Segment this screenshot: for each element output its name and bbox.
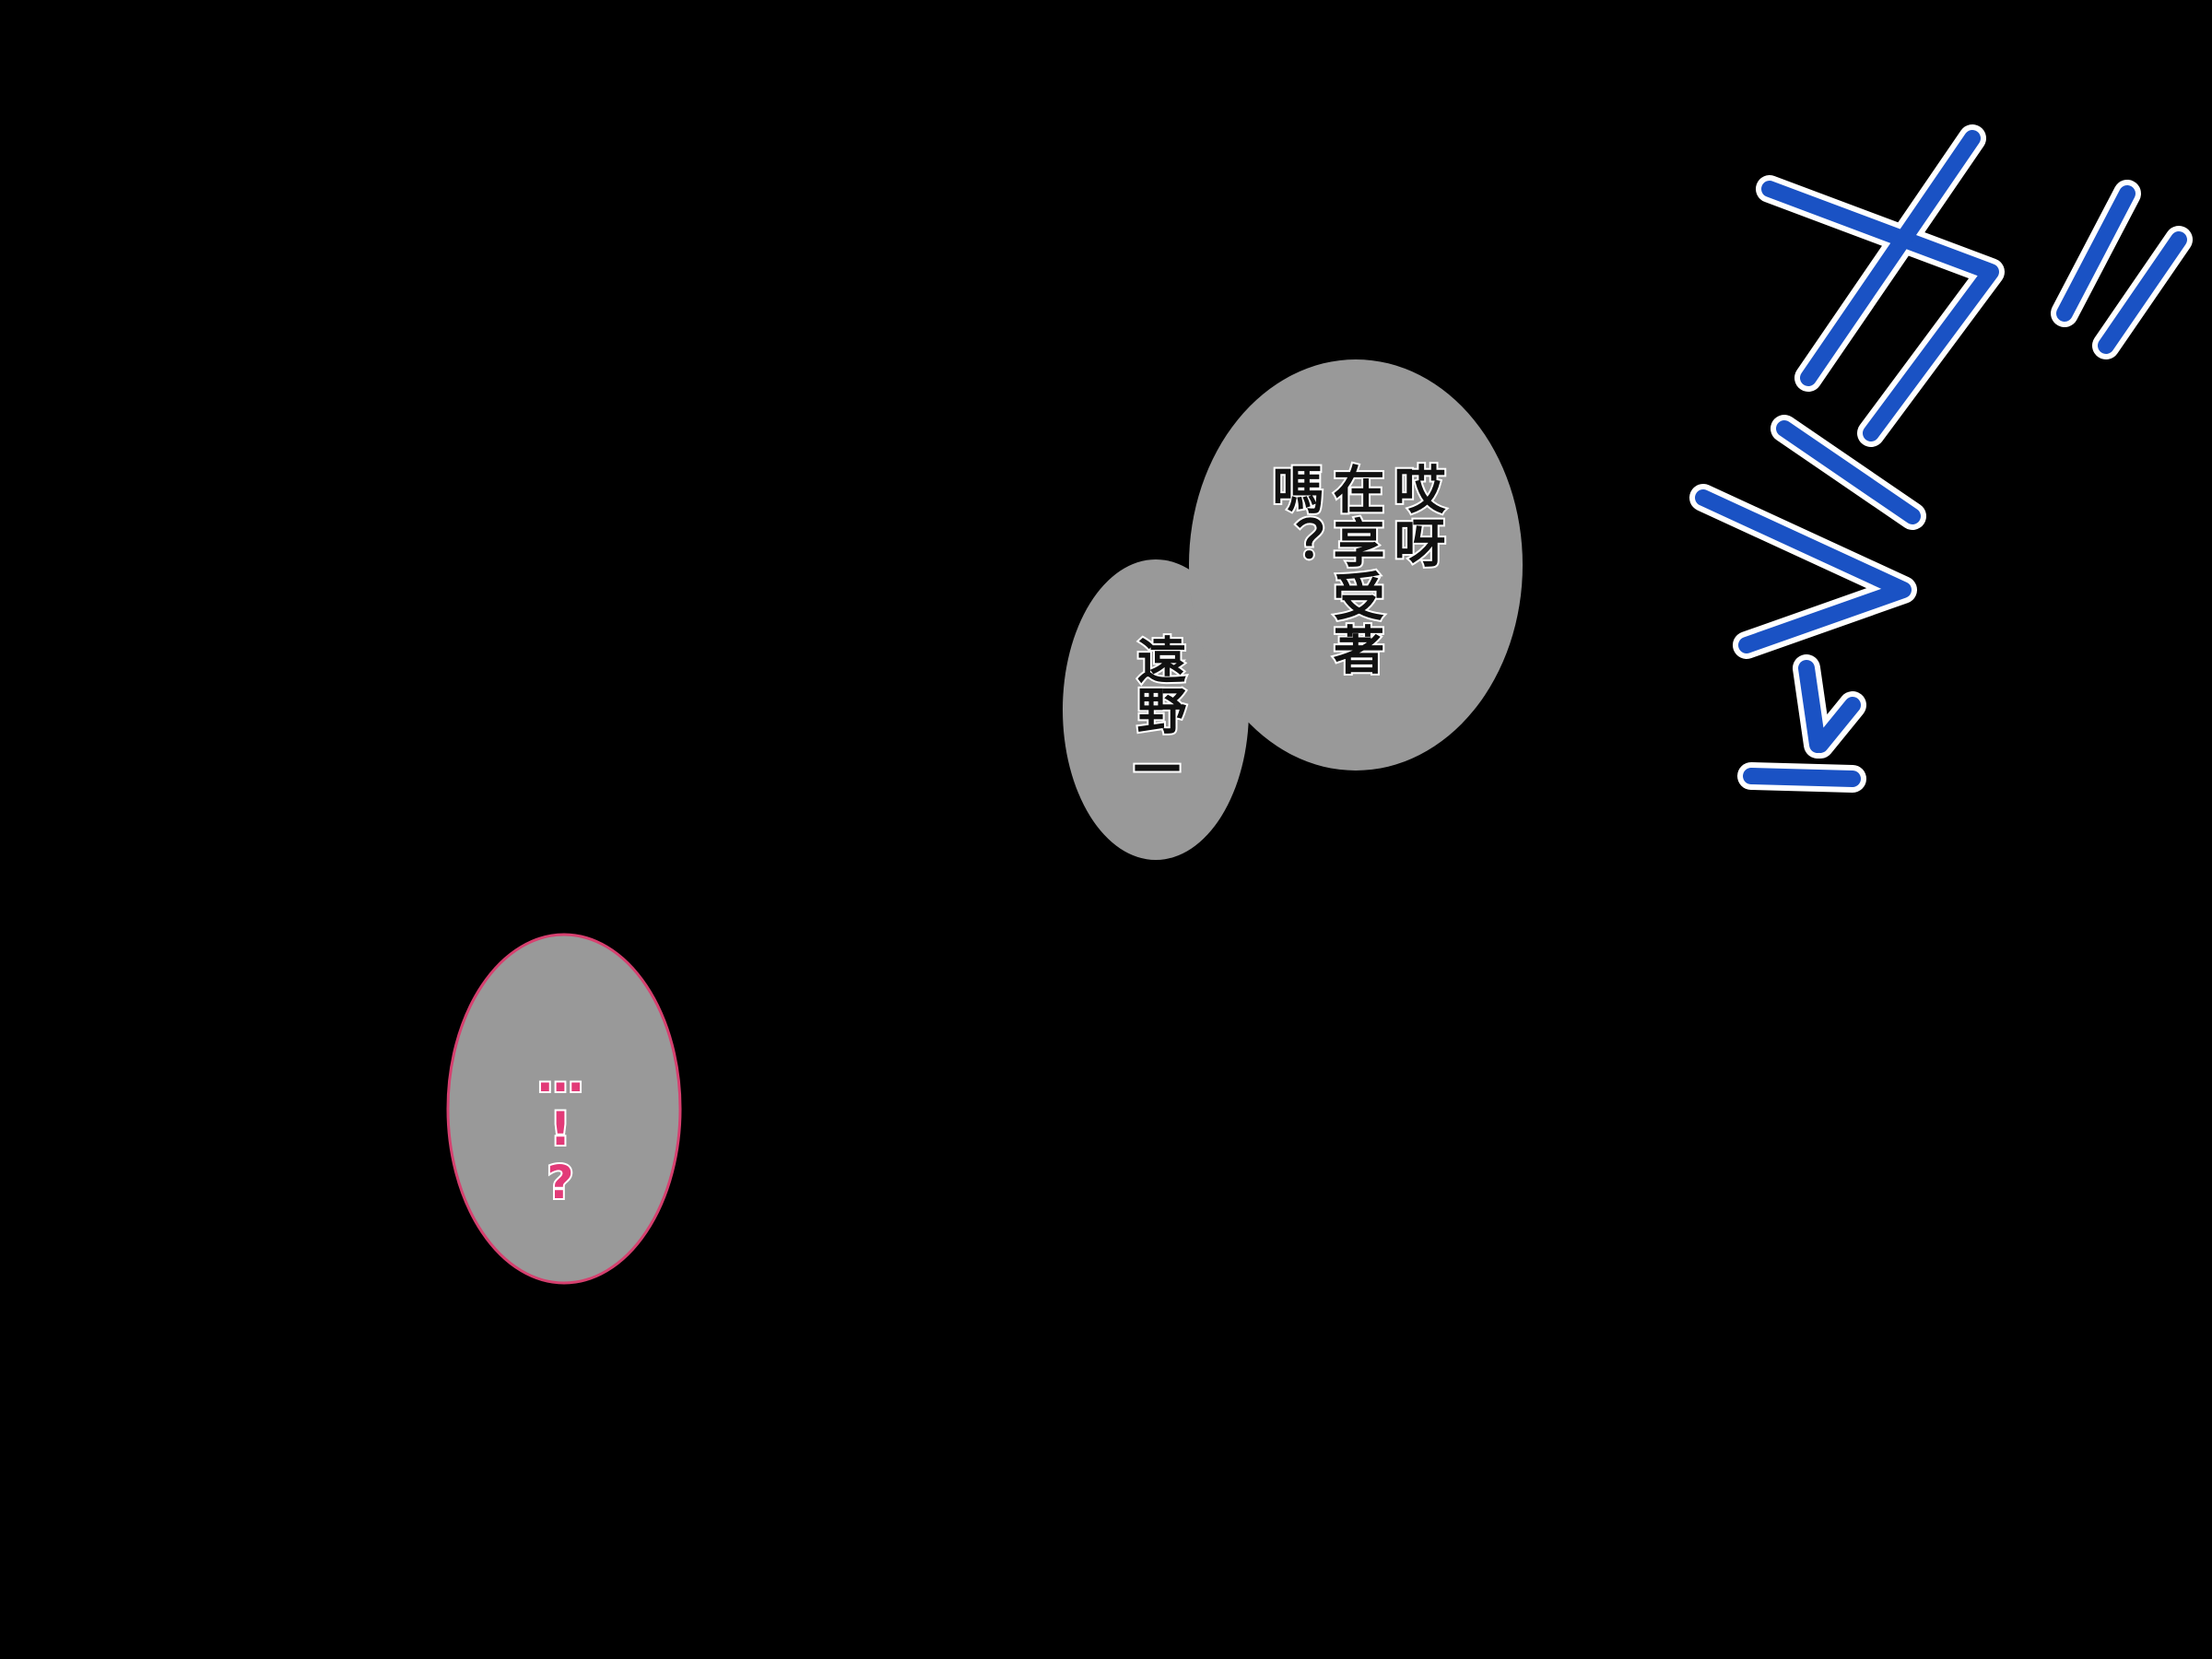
big-balloon-line-3: 嗎？ bbox=[1262, 461, 1325, 571]
big-balloon-text: 哎呀 在享受著 嗎？ bbox=[1262, 461, 1447, 678]
big-balloon bbox=[1189, 359, 1523, 771]
small-balloon-text: 遠野— bbox=[1126, 632, 1188, 796]
big-balloon-line-2: 在享受著 bbox=[1323, 461, 1386, 678]
pink-balloon-text: …!? bbox=[532, 1047, 589, 1211]
big-balloon-line-1: 哎呀 bbox=[1383, 461, 1447, 571]
small-balloon-line-1: 遠野— bbox=[1126, 632, 1188, 796]
pink-balloon bbox=[446, 933, 682, 1285]
pink-balloon-line-1: …!? bbox=[532, 1047, 589, 1211]
